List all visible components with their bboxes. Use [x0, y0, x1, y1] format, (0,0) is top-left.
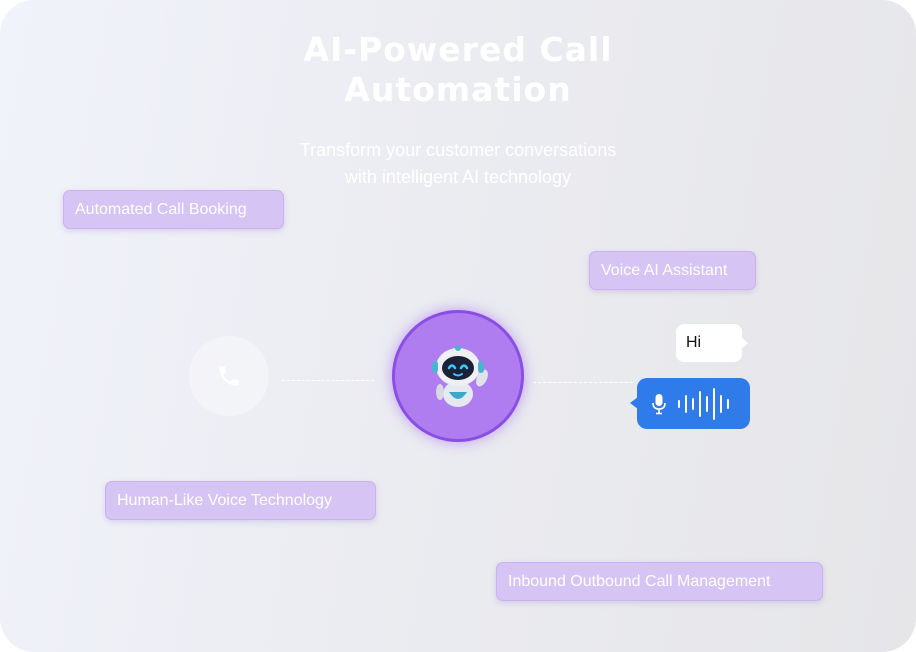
page-title: AI-Powered Call Automation — [0, 30, 916, 110]
voice-message-bubble — [630, 378, 750, 429]
feature-chip-label: Automated Call Booking — [75, 200, 247, 218]
title-line-2: Automation — [344, 70, 572, 109]
phone-circle — [189, 336, 269, 416]
feature-chip-voice-assistant: Voice AI Assistant — [589, 251, 756, 290]
robot-avatar — [392, 310, 524, 442]
feature-chip-call-management: Inbound Outbound Call Management — [496, 562, 823, 601]
subtitle-line-2: with intelligent AI technology — [344, 167, 572, 187]
page-subtitle: Transform your customer conversations wi… — [0, 137, 916, 191]
feature-chip-human-like-voice: Human-Like Voice Technology — [105, 481, 376, 520]
waveform-icon — [678, 387, 729, 420]
feature-chip-label: Human-Like Voice Technology — [117, 491, 332, 509]
microphone-icon — [652, 393, 666, 414]
chat-bubble-greeting: Hi — [676, 324, 748, 362]
chat-greeting-text: Hi — [686, 334, 702, 351]
phone-icon — [219, 366, 239, 386]
connector-line-left — [282, 380, 374, 381]
feature-chip-call-booking: Automated Call Booking — [63, 190, 284, 229]
title-line-1: AI-Powered Call — [303, 30, 613, 69]
subtitle-line-1: Transform your customer conversations — [299, 140, 617, 160]
feature-chip-label: Inbound Outbound Call Management — [508, 572, 771, 590]
feature-chip-label: Voice AI Assistant — [601, 261, 728, 279]
robot-icon — [432, 345, 488, 407]
connector-line-right — [533, 382, 633, 383]
